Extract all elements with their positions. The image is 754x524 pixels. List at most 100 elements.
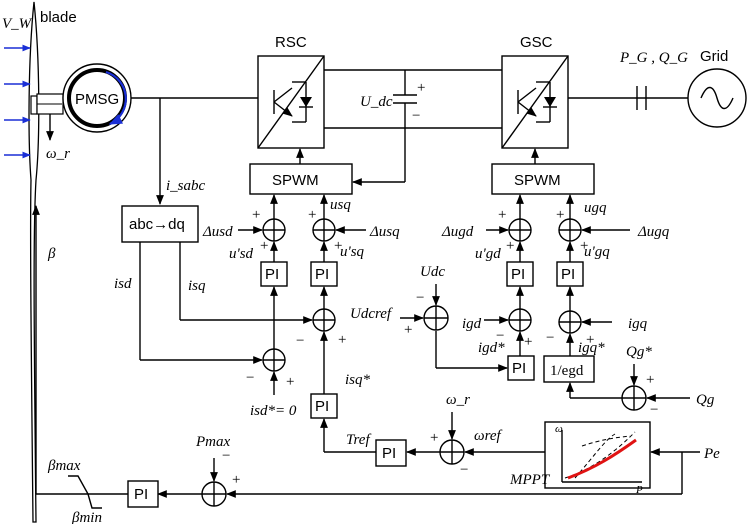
dc-link [324, 69, 502, 129]
igq-label: igq [628, 316, 648, 332]
beta-label: β [47, 246, 56, 262]
tref-label: Tref [346, 432, 371, 448]
pitch-sum-plus: + [232, 472, 240, 488]
cap-plus: + [417, 80, 425, 96]
igq-sum-minus: − [546, 330, 554, 346]
pmsg-label: PMSG [75, 91, 119, 108]
sum-udc [423, 305, 449, 331]
usq-label: usq [330, 197, 351, 213]
pi-pitch-label: PI [134, 486, 148, 503]
pi-udc-block [507, 355, 535, 381]
sum-isd [262, 348, 286, 372]
rsc-converter [257, 55, 325, 149]
rsc-label: RSC [275, 34, 307, 51]
isd-label: isd [114, 276, 132, 292]
inv-egd-label: 1/egd [550, 363, 584, 379]
u-prime-gd-label: u'gd [475, 246, 501, 262]
omega-r2-label: ω_r [446, 392, 470, 408]
pitch-sum-minus: − [222, 448, 230, 464]
ugd-plus-1: + [498, 207, 506, 223]
pi-ugq-label: PI [561, 266, 575, 283]
igd-sum-minus: − [496, 328, 504, 344]
igq-star-label: igq* [578, 340, 605, 356]
isabc-label: i_sabc [166, 178, 206, 194]
qg-label: Qg [696, 392, 715, 408]
wind-speed-label: V_W [2, 16, 33, 32]
udc-label: Udc [420, 264, 445, 280]
isq-sum-plus: + [338, 332, 346, 348]
mppt-axis-p: P [635, 484, 643, 496]
udcref-label: Udcref [350, 306, 393, 322]
pi-speed-label: PI [315, 398, 329, 415]
udc-sum-minus: − [416, 290, 424, 306]
pi-usd-block [260, 261, 288, 287]
spwm-right-block [491, 163, 595, 195]
cap-minus: − [412, 108, 420, 124]
delta-ugd-label: Δugd [441, 224, 474, 240]
isq-star-label: isq* [345, 372, 371, 388]
qg-star-label: Qg* [626, 344, 652, 360]
pi-torque-label: PI [382, 445, 396, 462]
grid-label: Grid [700, 48, 728, 65]
pi-ugd-block [506, 261, 534, 287]
sum-isq [312, 308, 336, 332]
pi-torque-block [375, 439, 407, 467]
pi-usq-block [310, 261, 338, 287]
sum-pitch [201, 481, 227, 507]
spwm-left-block [249, 163, 353, 195]
usd-plus-2: + [260, 238, 268, 254]
turbine-blade [28, 1, 64, 523]
sum-usd [262, 218, 286, 242]
gsc-converter [501, 55, 569, 149]
abc-dq-block [121, 205, 199, 243]
blade-label: blade [40, 9, 77, 26]
isd-sum-plus: + [286, 374, 294, 390]
usq-plus-1: + [308, 207, 316, 223]
sum-igd [508, 308, 532, 332]
mppt-label: MPPT [509, 472, 551, 488]
pmax-label: Pmax [195, 434, 230, 450]
usd-plus-1: + [252, 207, 260, 223]
delta-ugq-label: Δugq [637, 224, 670, 240]
beta-max-label: βmax [47, 458, 81, 474]
mppt-block [544, 421, 651, 489]
isd-star-label: isd*= 0 [250, 403, 297, 419]
udc-sum-plus: + [404, 322, 412, 338]
u-prime-sd-label: u'sd [229, 246, 254, 262]
ugq-plus-2: + [580, 238, 588, 254]
pg-qg-label: P_G , Q_G [619, 50, 688, 66]
usq-plus-2: + [334, 238, 342, 254]
pi-usd-label: PI [265, 266, 279, 283]
isd-sum-minus: − [246, 370, 254, 386]
inv-egd-block [543, 355, 595, 383]
ugq-label: ugq [584, 200, 607, 216]
gsc-label: GSC [520, 34, 553, 51]
pmsg-generator [62, 63, 132, 133]
ugq-plus-1: + [556, 207, 564, 223]
wind-arrows [4, 44, 31, 159]
igd-label: igd [462, 316, 482, 332]
sum-qg [621, 385, 647, 411]
beta-min-label: βmin [71, 510, 102, 524]
isq-label: isq [188, 278, 206, 294]
grid-source [687, 68, 747, 128]
qg-sum-plus: + [646, 372, 654, 388]
pi-ugd-label: PI [511, 266, 525, 283]
delta-usd-label: Δusd [202, 224, 233, 240]
qg-sum-minus: − [650, 402, 658, 418]
spwm-right-label: SPWM [514, 172, 561, 189]
sum-igq [558, 310, 582, 334]
u-prime-sq-label: u'sq [340, 244, 365, 260]
abc-dq-label: abc→dq [129, 216, 185, 233]
sum-omega [439, 439, 465, 465]
pi-usq-label: PI [315, 266, 329, 283]
mppt-axis-w: ω [555, 423, 563, 435]
isq-sum-minus: − [296, 333, 304, 349]
pi-udc-label: PI [512, 360, 526, 377]
pitch-limiter [68, 475, 102, 509]
pe-label: Pe [703, 446, 720, 462]
omega-ref-label: ωref [474, 428, 503, 444]
udc-cap-label: U_dc [360, 94, 393, 110]
